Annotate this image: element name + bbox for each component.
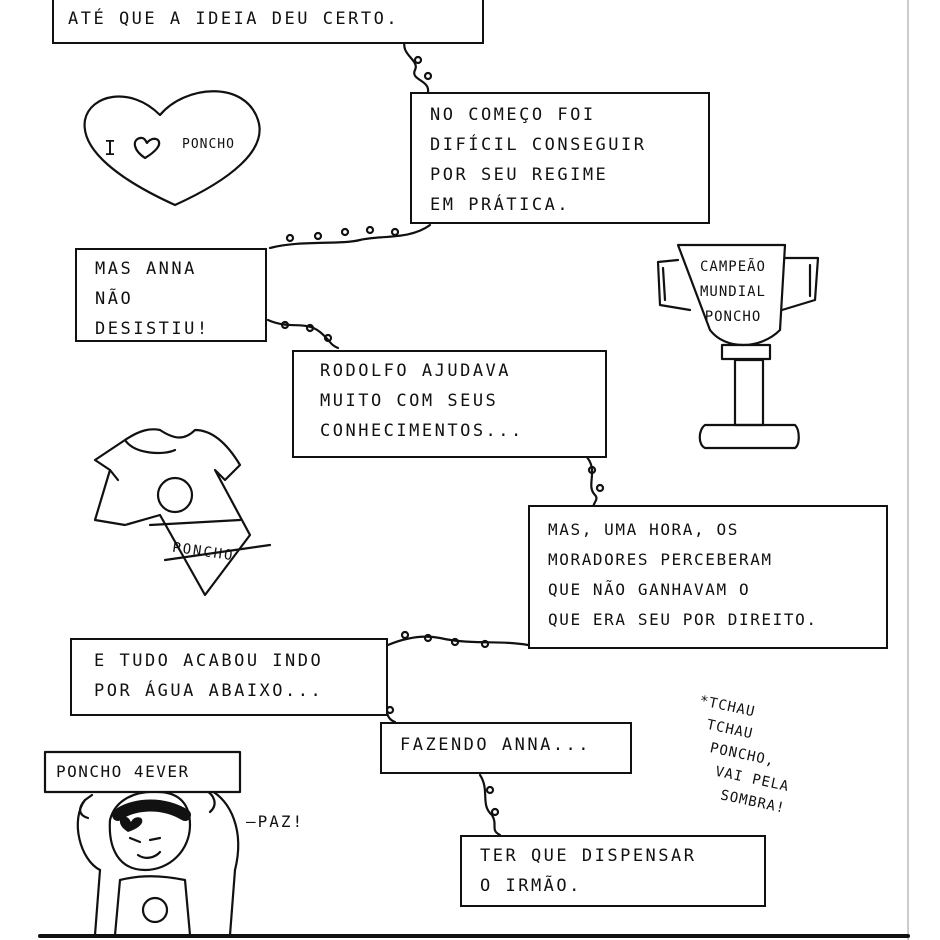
person-icon <box>76 788 240 937</box>
panel-inicio-line: NO COMEÇO FOI <box>430 105 596 125</box>
trophy-label: CAMPEÃO MUNDIAL PONCHO <box>682 255 784 330</box>
panel-anna-line: DESISTIU! <box>95 319 210 339</box>
panel-anna-line: MAS ANNA <box>95 259 197 279</box>
speech-text: —PAZ! <box>246 812 305 831</box>
panel-fim-line: POR ÁGUA ABAIXO... <box>94 681 324 701</box>
small-heart-icon <box>133 136 161 160</box>
panel-moradores: MAS, UMA HORA, OS MORADORES PERCEBERAM Q… <box>528 505 888 649</box>
panel-fim: E TUDO ACABOU INDO POR ÁGUA ABAIXO... <box>70 638 388 716</box>
heart-text-poncho: PONCHO <box>182 137 235 152</box>
panel-moradores-line: MAS, UMA HORA, OS <box>548 520 739 539</box>
panel-intro-line: ATÉ QUE A IDEIA DEU CERTO. <box>68 9 400 29</box>
heart-eye-icon <box>119 816 143 832</box>
panel-rodolfo: RODOLFO AJUDAVA MUITO COM SEUS CONHECIME… <box>292 350 607 458</box>
panel-dispensar-line: O IRMÃO. <box>480 876 582 896</box>
sign-board <box>43 750 242 794</box>
panel-anna: MAS ANNA NÃO DESISTIU! <box>75 248 267 342</box>
trophy-label-line: CAMPEÃO <box>699 259 766 275</box>
panel-inicio-line: DIFÍCIL CONSEGUIR <box>430 135 647 155</box>
panel-anna-line: NÃO <box>95 289 134 309</box>
panel-dispensar-line: TER QUE DISPENSAR <box>480 846 697 866</box>
panel-fim-line: E TUDO ACABOU INDO <box>94 651 324 671</box>
panel-moradores-line: QUE ERA SEU POR DIREITO. <box>548 610 818 629</box>
connector-2 <box>268 223 432 250</box>
connector-3 <box>266 318 340 350</box>
connector-1 <box>403 38 430 94</box>
panel-fazendo-line: FAZENDO ANNA... <box>400 735 592 755</box>
panel-intro: ATÉ QUE A IDEIA DEU CERTO. <box>52 0 484 44</box>
panel-dispensar: TER QUE DISPENSAR O IRMÃO. <box>460 835 766 907</box>
trophy-label-line: MUNDIAL <box>699 284 766 300</box>
connector-5 <box>386 635 530 647</box>
panel-rodolfo-line: CONHECIMENTOS... <box>320 421 524 441</box>
panel-fazendo: FAZENDO ANNA... <box>380 722 632 774</box>
panel-inicio-line: EM PRÁTICA. <box>430 195 571 215</box>
sign-text: PONCHO 4EVER <box>56 762 190 781</box>
connector-4 <box>583 453 598 510</box>
heart-text-i: I <box>104 136 119 160</box>
panel-rodolfo-line: MUITO COM SEUS <box>320 391 499 411</box>
shirt-icon <box>93 428 272 597</box>
panel-inicio: NO COMEÇO FOI DIFÍCIL CONSEGUIR POR SEU … <box>410 92 710 224</box>
panel-moradores-line: QUE NÃO GANHAVAM O <box>548 580 751 599</box>
panel-rodolfo-line: RODOLFO AJUDAVA <box>320 361 512 381</box>
heart-icon <box>83 90 261 207</box>
trophy-label-line: PONCHO <box>704 309 762 325</box>
trophy-icon <box>656 243 820 450</box>
connector-7 <box>478 773 502 837</box>
panel-inicio-line: POR SEU REGIME <box>430 165 609 185</box>
panel-moradores-line: MORADORES PERCEBERAM <box>548 550 773 569</box>
